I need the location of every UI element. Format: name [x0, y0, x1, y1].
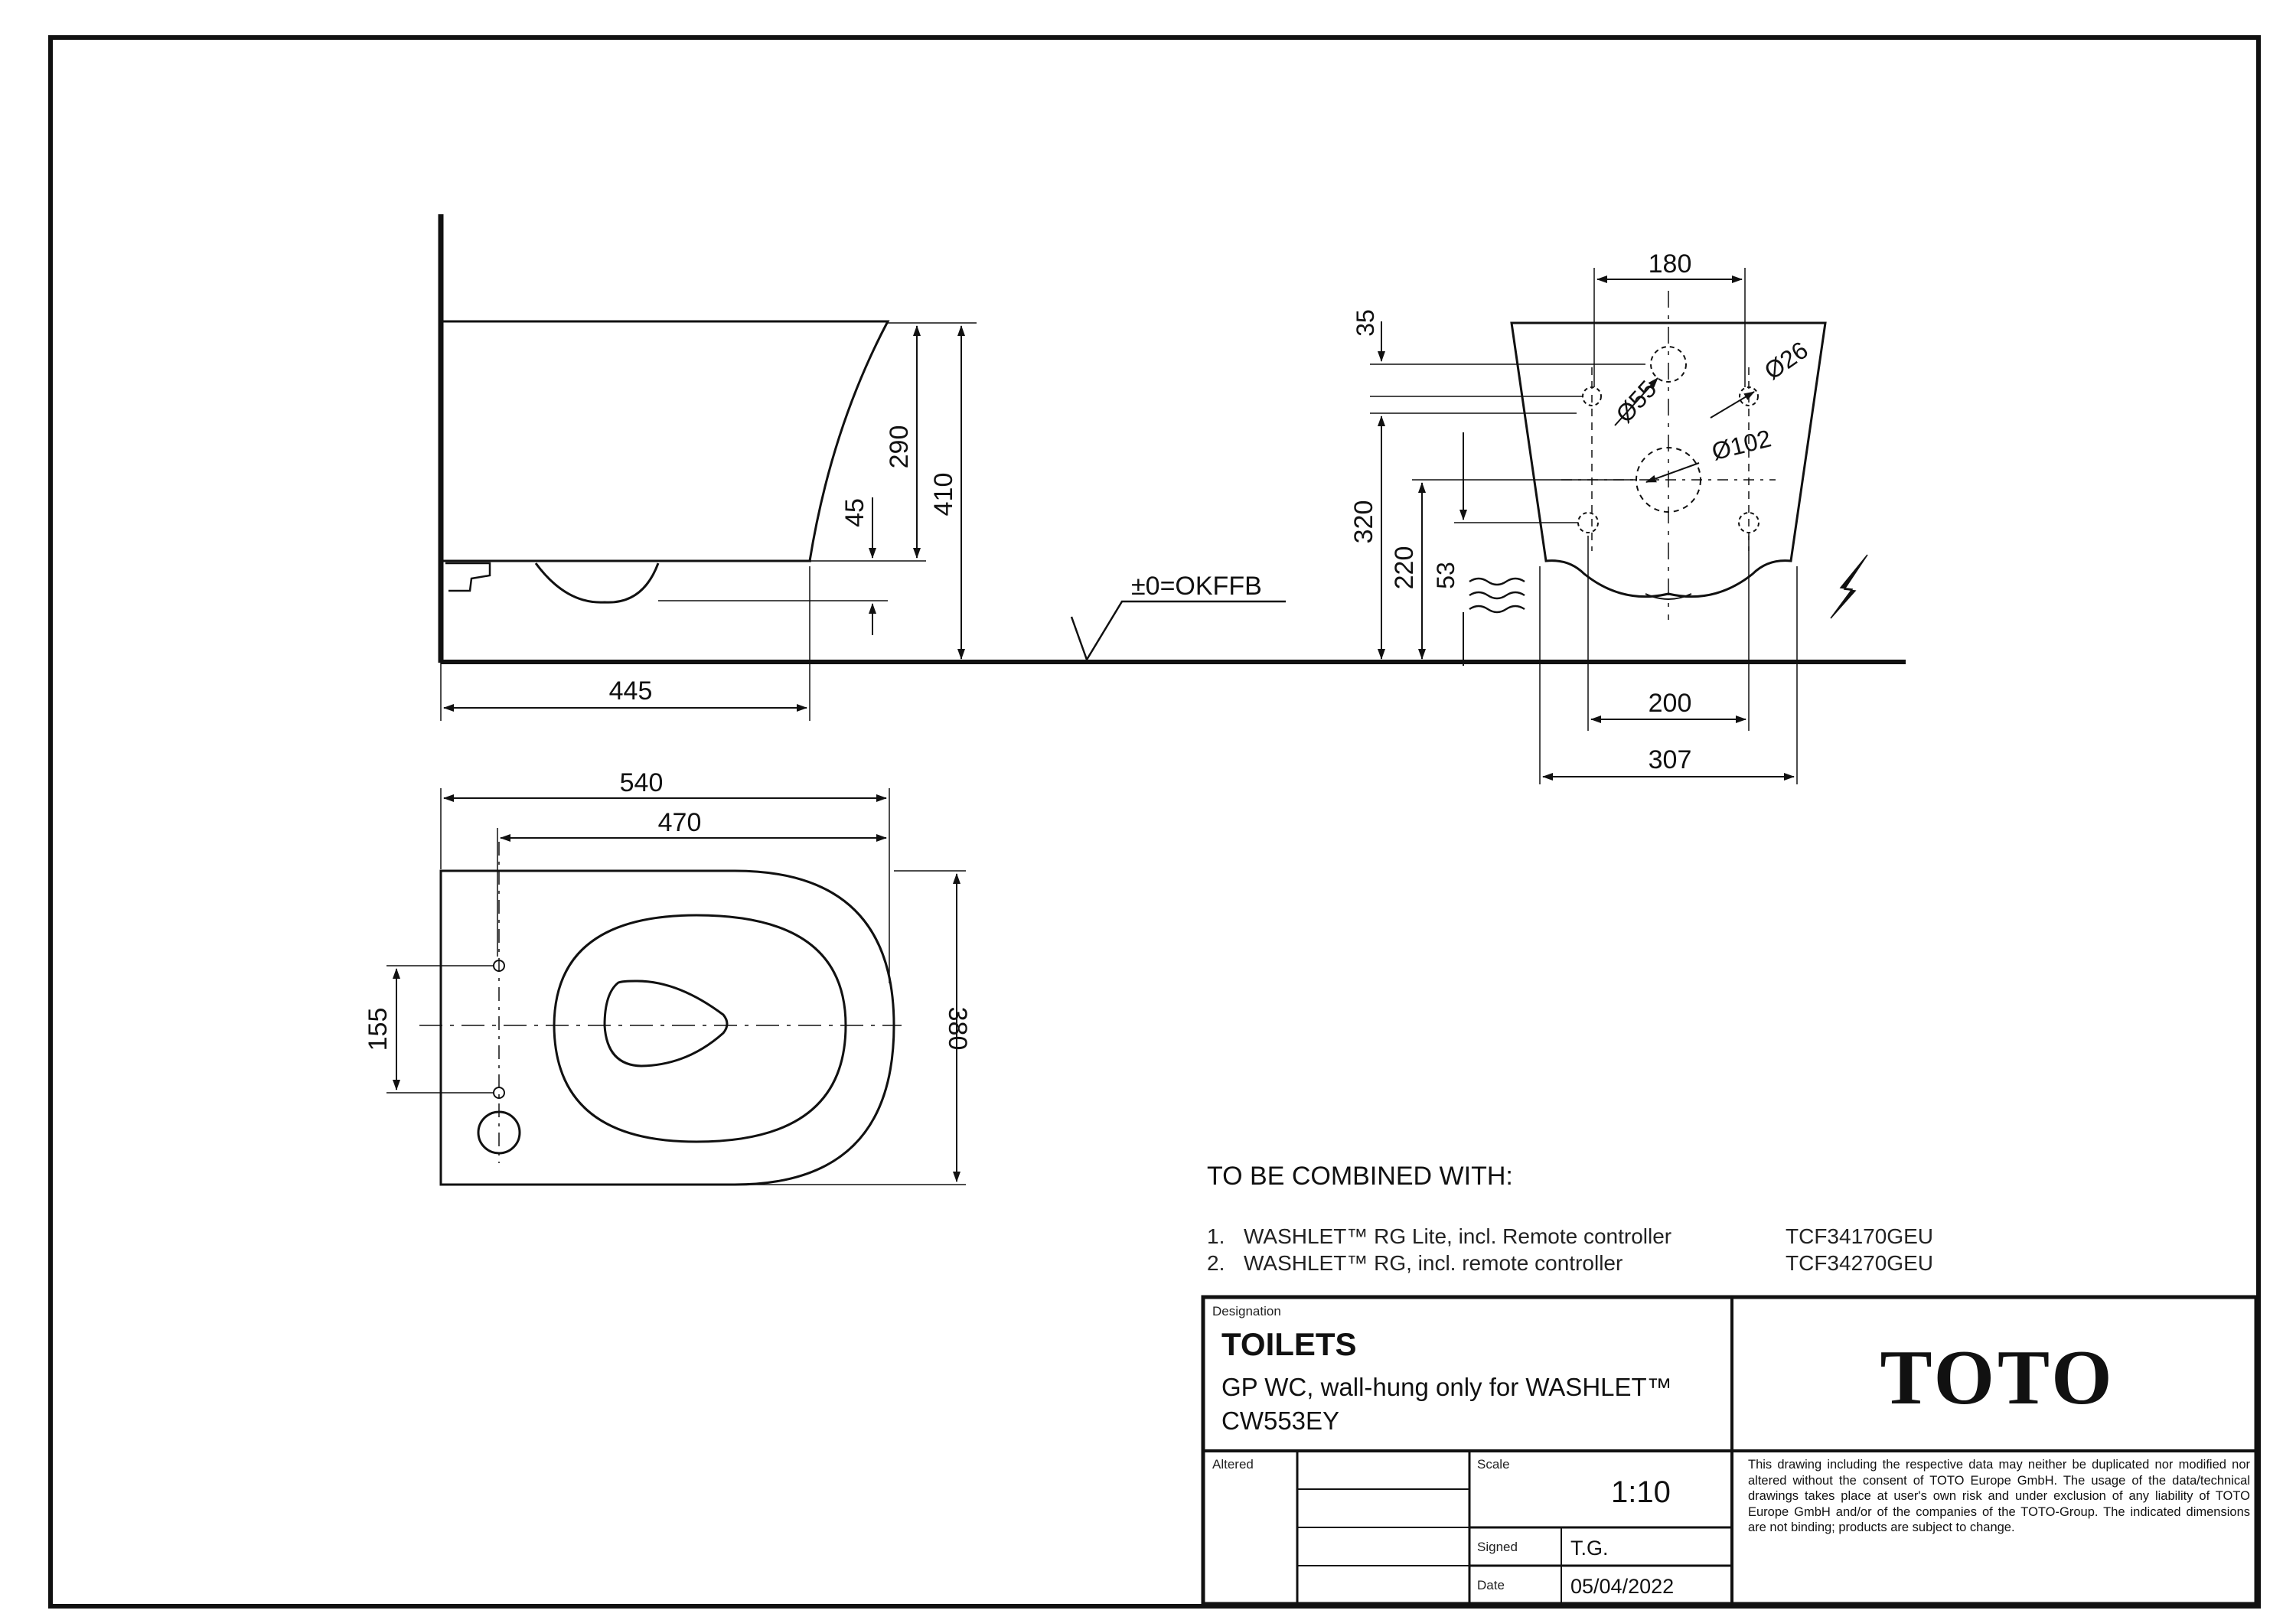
- dim-320: 320: [1349, 500, 1378, 544]
- date-value: 05/04/2022: [1570, 1575, 1675, 1598]
- dim-445: 445: [609, 676, 653, 706]
- note-item-2-code: TCF34270GEU: [1786, 1251, 1933, 1275]
- model-number: CW553EY: [1221, 1406, 1340, 1435]
- signed-label: Signed: [1477, 1540, 1518, 1554]
- top-bowl-opening: [603, 979, 729, 1068]
- note-item-1-code: TCF34170GEU: [1786, 1224, 1933, 1248]
- altered-label: Altered: [1212, 1457, 1254, 1472]
- datum-label: ±0=OKFFB: [1131, 572, 1262, 601]
- hole-bottom-right: [1738, 512, 1760, 533]
- top-view: [386, 788, 966, 1186]
- dim-35: 35: [1352, 309, 1379, 337]
- hole-bottom-left: [1577, 512, 1599, 533]
- designation-label: Designation: [1212, 1304, 1281, 1318]
- outlet-shape: [534, 562, 660, 604]
- dim-540: 540: [620, 768, 664, 797]
- dim-220: 220: [1390, 546, 1419, 590]
- top-outline: [439, 869, 895, 1186]
- dim-180: 180: [1649, 249, 1692, 279]
- dim-45: 45: [840, 498, 869, 527]
- title-block-grid: [1201, 1295, 2258, 1606]
- hole-55: [1650, 346, 1687, 383]
- scale-value: 1:10: [1611, 1475, 1671, 1509]
- dim-102: Ø102: [1709, 424, 1774, 465]
- wall-flange: [445, 562, 491, 592]
- top-rim: [553, 914, 847, 1143]
- dim-53: 53: [1432, 562, 1459, 589]
- note-item-1-desc: WASHLET™ RG Lite, incl. Remote controlle…: [1244, 1224, 1672, 1248]
- rear-bottom-curve: [1645, 593, 1692, 600]
- date-label: Date: [1477, 1578, 1505, 1592]
- description-line1: GP WC, wall-hung only for WASHLET™: [1221, 1373, 1672, 1401]
- toto-logo: TOTO: [1880, 1335, 2115, 1421]
- dim-410: 410: [929, 473, 958, 517]
- water-supply-icon: [1469, 577, 1525, 614]
- note-item-2-number: 2.: [1207, 1251, 1225, 1275]
- electrical-supply-icon: [1830, 554, 1868, 619]
- designation: TOILETS: [1221, 1326, 1357, 1362]
- dim-307: 307: [1649, 745, 1692, 774]
- dim-26: Ø26: [1760, 336, 1813, 385]
- note-item-2-desc: WASHLET™ RG, incl. remote controller: [1244, 1251, 1623, 1275]
- notes-heading: TO BE COMBINED WITH:: [1207, 1162, 1513, 1191]
- signed-value: T.G.: [1570, 1537, 1609, 1560]
- bowl-outline: [442, 320, 890, 562]
- hole-26-right: [1739, 386, 1759, 406]
- datum-symbol: [1070, 600, 1286, 662]
- dim-470: 470: [658, 808, 702, 837]
- scale-label: Scale: [1477, 1457, 1510, 1472]
- rear-view: [1370, 268, 1827, 784]
- dim-380: 380: [943, 1007, 972, 1051]
- dim-200: 200: [1649, 689, 1692, 718]
- note-item-1-number: 1.: [1207, 1224, 1225, 1248]
- dim-290: 290: [885, 425, 914, 469]
- sheet-border: [48, 35, 2261, 1609]
- dim-155: 155: [364, 1008, 393, 1051]
- disclaimer-text: This drawing including the respective da…: [1748, 1458, 2250, 1534]
- side-view: [438, 214, 1906, 721]
